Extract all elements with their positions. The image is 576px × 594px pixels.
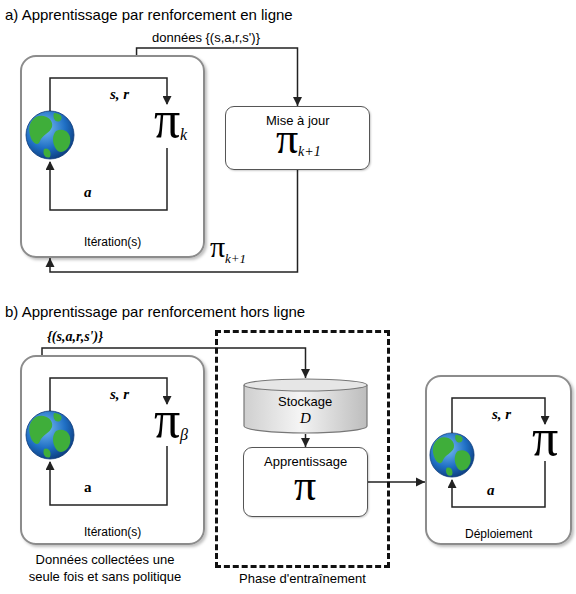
state-reward-label: s, r — [110, 86, 129, 103]
connector — [301, 434, 310, 447]
storage-cylinder: StockageD — [243, 378, 368, 434]
process-box: Mise à jourπk+1 — [225, 106, 370, 170]
connector — [368, 478, 425, 487]
policy-symbol: π — [154, 94, 180, 146]
interaction-loop — [50, 78, 545, 507]
environment-box: s, r πβ aItération(s) — [20, 355, 205, 545]
section-heading: a) Apprentissage par renforcement en lig… — [5, 6, 293, 23]
policy-subscript: k — [180, 126, 187, 144]
edge-label: {(s,a,r,s')} — [45, 329, 105, 345]
connector — [42, 348, 310, 378]
process-box: Apprentissageπ — [243, 447, 368, 517]
arrowhead — [301, 438, 310, 447]
connector-line — [42, 348, 306, 378]
action-label: a — [84, 479, 92, 496]
environment-box: s, r πk aItération(s) — [20, 55, 205, 258]
policy-subscript: k+1 — [225, 251, 246, 267]
action-label: a — [84, 184, 92, 201]
box-caption: Déploiement — [465, 527, 532, 541]
policy-symbol: π — [294, 464, 316, 508]
arrowhead — [301, 369, 310, 378]
policy-symbol: π — [154, 394, 180, 446]
dataset-symbol: D — [300, 410, 311, 427]
policy-symbol: π — [276, 117, 298, 161]
state-reward-label: s, r — [492, 406, 511, 423]
arrowhead — [46, 258, 55, 267]
policy-subscript: k+1 — [298, 144, 321, 160]
globe-icon — [430, 433, 474, 477]
training-region: Phase d'entraînementStockageDApprentissa… — [215, 330, 390, 568]
arrowhead — [293, 97, 302, 106]
state-reward-label: s, r — [110, 386, 129, 403]
globe-icon — [26, 111, 74, 159]
box-caption: Itération(s) — [84, 235, 141, 249]
region-heading: Phase d'entraînement — [239, 571, 366, 586]
section-heading: b) Apprentissage par renforcement hors l… — [5, 303, 305, 320]
policy-subscript: β — [180, 426, 188, 444]
box-caption: Itération(s) — [84, 525, 141, 539]
globe-icon — [26, 411, 74, 459]
edge-label: données {(s,a,r,s')} — [150, 30, 262, 45]
box-title: Stockage — [278, 394, 332, 409]
policy-symbol: π — [532, 412, 558, 464]
action-label: a — [487, 482, 495, 499]
policy-symbol: π — [210, 232, 225, 262]
environment-box: s, r π aDéploiement — [425, 375, 572, 545]
data-note: Données collectées une seule fois et san… — [25, 552, 185, 586]
arrowhead — [416, 478, 425, 487]
